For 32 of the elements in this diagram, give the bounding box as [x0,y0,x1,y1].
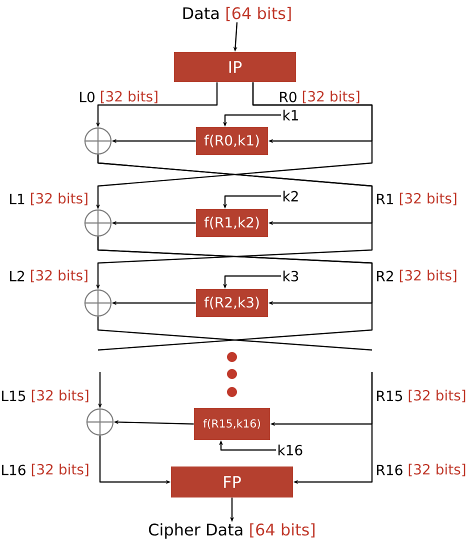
xor-symbol [84,288,112,318]
bus-label: L15 [2,390,26,402]
io-label: Cipher Data [64 bits] [148,523,315,539]
xor-symbol [84,126,112,156]
bus-label: R2 [377,270,393,282]
key-label: k16 [278,444,302,456]
bus-label: R15 [377,390,402,402]
bit-width-label: [32 bits] [400,270,456,282]
key-label: k1 [283,110,298,120]
bit-width-label: [32 bits] [32,464,88,476]
bus-label: L2 [10,270,24,282]
xor-symbol [84,208,112,238]
bit-width-label: [32 bits] [408,390,466,402]
bus-label: L0 [80,92,94,102]
xor-symbol [86,408,114,436]
bus-label: L1 [10,194,24,204]
process-box: f(R2,k3) [196,289,268,317]
bit-width-label: [32 bits] [408,464,466,476]
process-box: FP [171,466,293,498]
key-label: k2 [283,190,298,202]
bit-width-label: [32 bits] [400,192,456,206]
process-box: f(R15,k16) [194,408,270,440]
io-label: Data [64 bits] [183,6,291,22]
bus-label: R1 [377,194,394,204]
bus-label: R0 [280,92,296,102]
bit-width-label: [32 bits] [101,90,158,104]
process-box: IP [174,52,296,82]
key-label: k3 [283,270,298,282]
process-box: f(R0,k1) [196,127,268,155]
bus-label: L16 [2,464,26,476]
process-box: f(R1,k2) [196,209,268,237]
bus-label: R16 [377,464,402,476]
